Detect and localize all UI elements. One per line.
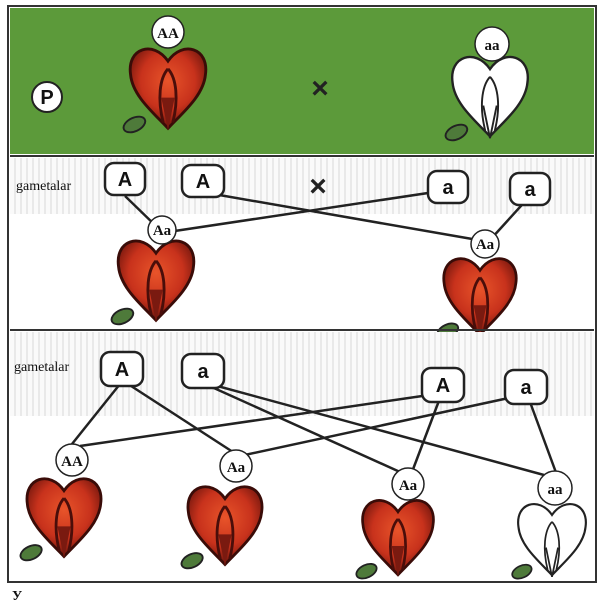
f2-offspring-4-genotype: aa — [548, 482, 564, 498]
f1-gamete-4-label: a — [524, 179, 536, 201]
f2-gamete-1 — [99, 350, 145, 388]
f2-offspring-3-badge — [391, 467, 425, 501]
f1-offspring-1-genotype: Aa — [153, 223, 172, 239]
f1-gamete-1 — [103, 161, 147, 197]
f1-line-2 — [201, 190, 479, 242]
parent-right-genotype: aa — [485, 38, 501, 54]
f2-line-1 — [71, 383, 121, 445]
f2-offspring-2-genotype: Aa — [227, 460, 246, 476]
f1-gamete-2 — [180, 163, 226, 199]
parent-label: P — [40, 87, 53, 109]
f2-gamete-1-label: A — [115, 359, 129, 381]
f2-offspring-4-badge — [537, 470, 573, 506]
f2-line-8 — [528, 401, 560, 479]
f2-offspring-1-badge — [55, 443, 89, 477]
f1-gamete-3-label: a — [442, 177, 454, 199]
f2-offspring-2-badge — [219, 449, 253, 483]
f2-line-4 — [209, 382, 556, 480]
f1-line-3 — [167, 188, 449, 234]
parent-right-genotype-badge — [474, 26, 510, 62]
f2-line-7 — [239, 394, 519, 458]
parent-left-genotype-badge — [151, 15, 185, 49]
f1-offspring-2-genotype: Aa — [476, 237, 495, 253]
f2-line-6 — [410, 397, 442, 473]
f1-gametes-label: gametalar — [16, 179, 72, 194]
f2-gamete-2-label: a — [197, 361, 209, 383]
f2-gamete-4-label: a — [520, 377, 532, 399]
f1-offspring-2-badge — [470, 229, 500, 259]
f1-gamete-4 — [508, 171, 552, 207]
f1-cross-symbol: × — [309, 170, 327, 203]
parent-cross-symbol: × — [311, 72, 329, 105]
f2-gamete-4 — [503, 368, 549, 406]
f2-offspring-1-genotype: AA — [61, 454, 83, 470]
f2-gametes-label: gametalar — [14, 360, 70, 375]
f2-line-3 — [204, 382, 401, 474]
f2-gamete-3-label: A — [436, 375, 450, 397]
f1-gamete-strip — [10, 158, 594, 214]
bottom-cutoff-text: У — [12, 589, 22, 601]
f1-gamete-3 — [426, 169, 470, 205]
f1-gamete-1-label: A — [118, 169, 132, 191]
f2-line-2 — [127, 382, 237, 456]
parent-label-badge — [31, 81, 63, 113]
parent-left-genotype: AA — [157, 26, 179, 42]
f1-offspring-1-badge — [147, 215, 177, 245]
f2-gamete-3 — [420, 366, 466, 404]
f2-line-5 — [79, 392, 437, 448]
f2-gamete-2 — [180, 352, 226, 390]
f1-gamete-2-label: A — [196, 171, 210, 193]
f2-offspring-3-genotype: Aa — [399, 478, 418, 494]
